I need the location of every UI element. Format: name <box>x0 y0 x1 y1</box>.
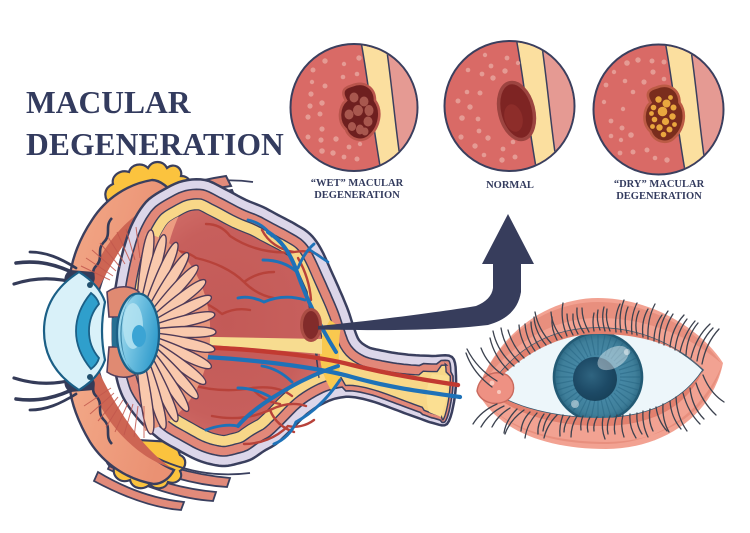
svg-text:“WET” MACULAR: “WET” MACULAR <box>311 178 404 189</box>
svg-text:NORMAL: NORMAL <box>486 180 534 191</box>
svg-text:DEGENERATION: DEGENERATION <box>26 127 284 162</box>
svg-text:MACULAR: MACULAR <box>26 85 192 120</box>
svg-text:DEGENERATION: DEGENERATION <box>616 191 702 202</box>
svg-text:“DRY” MACULAR: “DRY” MACULAR <box>614 179 705 190</box>
svg-text:DEGENERATION: DEGENERATION <box>314 190 400 201</box>
